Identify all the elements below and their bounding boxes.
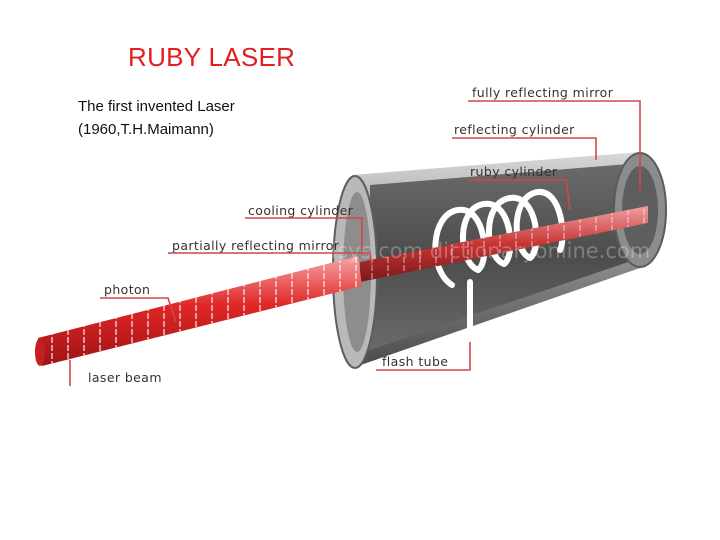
subtitle-line-1: The first invented Laser (78, 98, 235, 115)
watermark-text: ikonisys.com dictionaryonline.com (288, 239, 650, 263)
label-ruby-cylinder: ruby cylinder (470, 164, 558, 179)
leader-lines (69, 100, 641, 386)
label-cooling-cylinder: cooling cylinder (248, 203, 354, 218)
label-photon: photon (104, 282, 150, 297)
slide-subtitle: The first invented Laser (1960,T.H.Maima… (78, 95, 235, 141)
laser-beam (35, 256, 362, 366)
label-fully-reflecting-mirror: fully reflecting mirror (472, 85, 614, 100)
ruby-rod (360, 206, 648, 282)
label-reflecting-cylinder: reflecting cylinder (454, 122, 575, 137)
label-flash-tube: flash tube (382, 354, 448, 369)
slide-title: RUBY LASER (128, 42, 296, 72)
subtitle-line-2: (1960,T.H.Maimann) (78, 121, 214, 138)
label-partially-reflecting-mirror: partially reflecting mirror (172, 238, 340, 253)
label-laser-beam: laser beam (88, 370, 162, 385)
